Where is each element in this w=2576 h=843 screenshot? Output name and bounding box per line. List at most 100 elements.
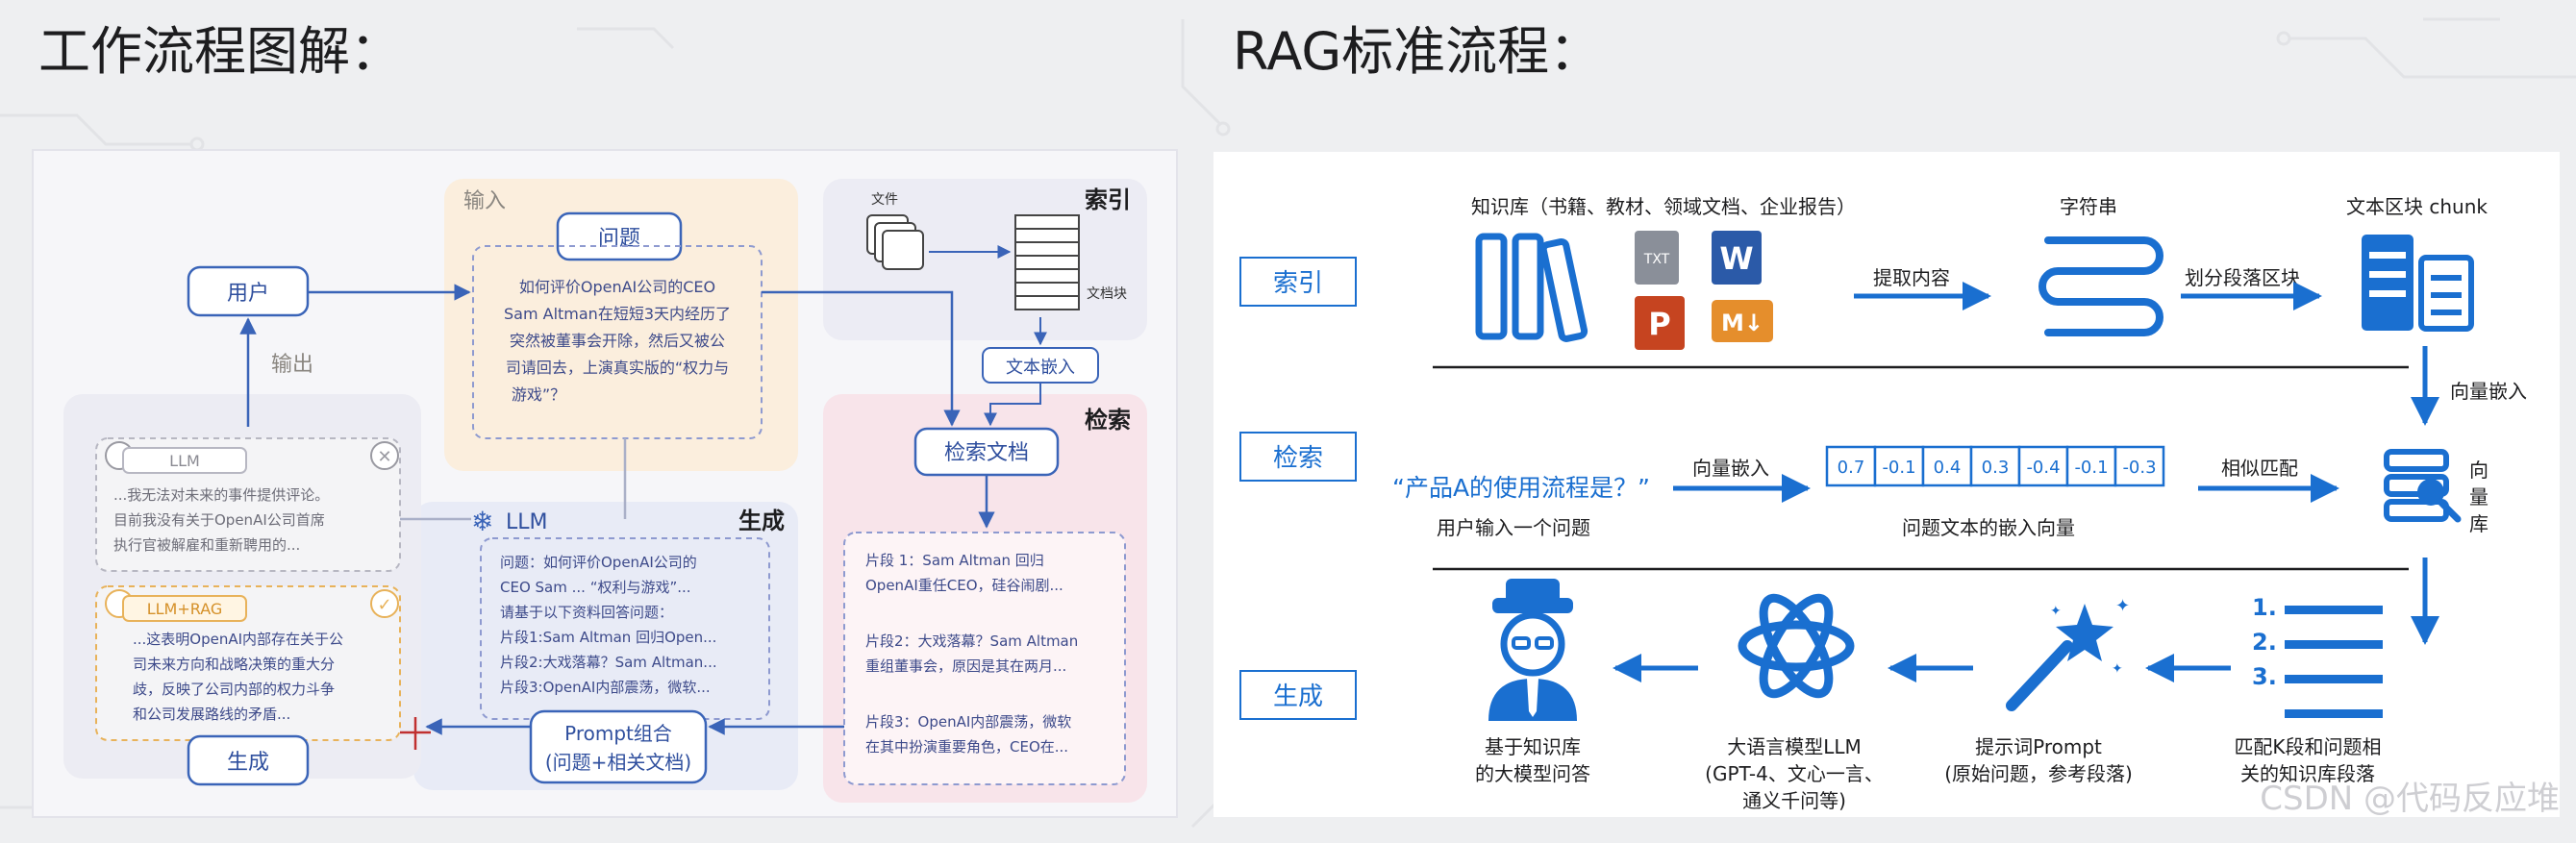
prompt-line: 片段2:大戏落幕？Sam Altman...	[500, 654, 717, 671]
vector-db-char: 库	[2469, 512, 2488, 535]
answer-line: 的大模型问答	[1475, 762, 1590, 785]
question-line: 游戏”？	[512, 385, 565, 404]
prompt-combine-button	[529, 709, 708, 784]
rag-answer-line: 和公司发展路线的矛盾...	[133, 706, 290, 723]
embedding-vector: 0.7 -0.1 0.4 0.3 -0.4 -0.1 -0.3	[1825, 445, 2165, 487]
llm-answer-line: 目前我没有关于OpenAI公司首席	[113, 511, 325, 529]
prompt-line: 问题：如何评价OpenAI公司的	[500, 554, 697, 571]
vector-db-char: 向	[2469, 459, 2488, 482]
close-x: ✕	[377, 447, 391, 467]
topk-line: 关的知识库段落	[2240, 762, 2375, 785]
vector-value: -0.1	[2074, 458, 2108, 478]
generate-node-label: 生成	[227, 751, 269, 775]
llm-answer-line: ...我无法对未来的事件提供评论。	[113, 486, 329, 504]
fragment-line: 片段2：大戏落幕？Sam Altman	[865, 632, 1078, 650]
word-icon: W	[1719, 240, 1753, 277]
document-types-icon: TXT W P M↓	[1635, 231, 1773, 350]
svg-text:✦: ✦	[2115, 596, 2130, 616]
list-number: 3.	[2252, 663, 2277, 690]
llm-knot-icon	[1738, 593, 1855, 699]
prompt-line: 请基于以下资料回答问题：	[500, 604, 673, 621]
books-icon	[1475, 233, 1588, 342]
left-heading: 工作流程图解：	[38, 21, 402, 82]
string-icon	[2038, 236, 2163, 336]
txt-icon: TXT	[1643, 252, 1670, 267]
vector-caption: 问题文本的嵌入向量	[1902, 516, 2075, 539]
rag-answer-line: 司未来方向和战略决策的重大分	[133, 656, 335, 673]
kb-label: 知识库（书籍、教材、领域文档、企业报告）	[1471, 195, 1856, 218]
split-label: 划分段落区块	[2185, 266, 2300, 289]
watermark: CSDN @代码反应堆	[2260, 780, 2560, 818]
question-line: 突然被董事会开除，然后又被公	[510, 332, 725, 350]
vector-db-char: 量	[2469, 485, 2488, 508]
rag-tag	[122, 595, 247, 622]
vector-cell	[1969, 445, 2021, 487]
vector-cell	[2065, 445, 2117, 487]
snowflake-icon: ❄	[471, 506, 493, 537]
embed-to-retrieve-arrow	[984, 383, 1041, 427]
text-chunk-icon	[2362, 235, 2474, 332]
question-node	[556, 211, 683, 261]
chunks-stack-icon	[1014, 214, 1080, 310]
rag-answer-box	[95, 585, 401, 741]
llm-node-label: LLM	[506, 510, 548, 534]
question-line: Sam Altman在短短3天内经历了	[504, 305, 731, 323]
fragment-line: 重组董事会，原因是其在两月...	[865, 657, 1066, 675]
row-label-index-box	[1239, 257, 1357, 307]
topk-line: 匹配K段和问题相	[2234, 735, 2381, 758]
question-line: 司请回去，上演真实版的“权力与	[506, 359, 729, 377]
question-text: 如何评价OpenAI公司的CEO Sam Altman在短短3天内经历了 突然被…	[504, 278, 731, 404]
vector-database-icon	[2384, 449, 2462, 523]
query-text: “产品A的使用流程是？”	[1392, 474, 1650, 502]
chunks-label: 文档块	[1087, 286, 1127, 302]
rag-answer-line: ...这表明OpenAI内部存在关于公	[133, 631, 343, 648]
cursor-crosshair-icon	[400, 717, 431, 750]
vector-value: 0.4	[1934, 458, 1962, 478]
llm-tag	[122, 447, 247, 474]
fragment-line: 在其中扮演重要角色，CEO在...	[865, 738, 1068, 756]
fragment-line: 片段3：OpenAI内部震荡，微软	[865, 713, 1071, 731]
user-node-label: 用户	[227, 282, 269, 306]
rag-answer-text: ...这表明OpenAI内部存在关于公 司未来方向和战略决策的重大分 歧，反映了…	[133, 631, 343, 723]
row-label-retrieve-box	[1239, 432, 1357, 482]
expert-person-icon	[1488, 579, 1577, 721]
query-caption: 用户输入一个问题	[1437, 516, 1590, 539]
magic-wand-icon: ✦ ✦ ✦	[2006, 596, 2130, 711]
llm-line: 大语言模型LLM	[1727, 735, 1862, 758]
llm-line: 通义千问等)	[1742, 789, 1846, 812]
question-node-label: 问题	[598, 227, 640, 251]
prompt-line: CEO Sam ... “权利与游戏”...	[500, 579, 691, 596]
fragment-line: 片段 1：Sam Altman 回归	[865, 552, 1044, 569]
extract-label: 提取内容	[1873, 266, 1950, 289]
generate-title: 生成	[738, 508, 785, 534]
prompt-combine-line2: (问题+相关文档)	[545, 751, 691, 774]
vector-value: -0.1	[1882, 458, 1915, 478]
check-mark: ✓	[377, 595, 391, 615]
vector-value: 0.7	[1838, 458, 1865, 478]
output-label: 输出	[271, 353, 313, 377]
right-heading: RAG标准流程：	[1233, 21, 1601, 82]
close-circle-icon	[370, 441, 399, 470]
answer-line: 基于知识库	[1485, 735, 1581, 758]
string-label: 字符串	[2060, 195, 2117, 218]
rag-tag-label: LLM+RAG	[147, 600, 223, 618]
question-to-retrieve-arrow	[762, 290, 961, 427]
prompt-line: (原始问题，参考段落)	[1944, 762, 2133, 785]
files-icon	[866, 214, 924, 270]
row-label-generate: 生成	[1273, 682, 1323, 711]
input-label: 输入	[463, 189, 506, 213]
prompt-text: 问题：如何评价OpenAI公司的 CEO Sam ... “权利与游戏”... …	[500, 554, 717, 696]
vector-value: -0.3	[2122, 458, 2156, 478]
retrieve-title: 检索	[1085, 407, 1131, 434]
llm-line: (GPT-4、文心一言、	[1705, 762, 1884, 785]
list-number: 1.	[2252, 594, 2277, 621]
generate-node	[187, 734, 310, 786]
files-label: 文件	[871, 192, 898, 208]
index-title: 索引	[1085, 186, 1131, 213]
check-circle-icon	[370, 589, 399, 618]
list-number: 2.	[2252, 629, 2277, 656]
row-label-index: 索引	[1273, 269, 1323, 298]
vector-embed-mid-label: 向量嵌入	[1692, 457, 1769, 480]
